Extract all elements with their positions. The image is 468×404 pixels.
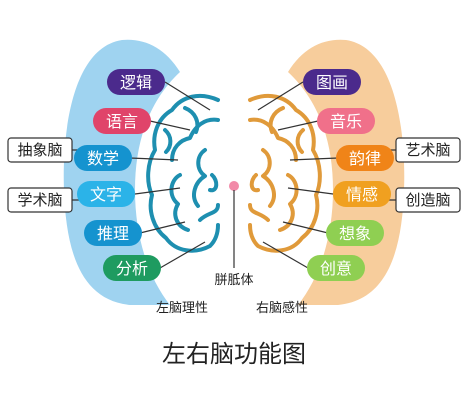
left-function-pill-0 — [107, 69, 165, 95]
diagram-title: 左右脑功能图 — [162, 340, 306, 368]
left-tag-label-0: 抽象脑 — [17, 141, 62, 159]
right-function-pill-3 — [333, 181, 391, 207]
left-tag-box-1 — [7, 187, 73, 213]
left-hemisphere — [146, 93, 220, 253]
left-function-pill-3 — [77, 181, 135, 207]
left-function-pill-4 — [84, 220, 142, 246]
left-function-pill-1 — [93, 108, 151, 134]
left-tag-box-0 — [7, 137, 73, 163]
left-function-label-0: 逻辑 — [120, 73, 152, 92]
right-tag-label-0: 艺术脑 — [405, 141, 450, 159]
right-function-label-3: 情感 — [346, 185, 378, 204]
right-function-label-4: 想象 — [339, 224, 371, 243]
left-function-label-3: 文字 — [90, 185, 122, 204]
right-hemisphere — [248, 93, 322, 253]
right-function-pill-1 — [317, 108, 375, 134]
right-function-label-5: 创意 — [320, 259, 352, 278]
right-function-pill-5 — [307, 255, 365, 281]
left-function-pill-2 — [74, 145, 132, 171]
right-tag-label-1: 创造脑 — [405, 191, 450, 209]
left-function-label-5: 分析 — [116, 259, 148, 278]
right-tag-box-0 — [395, 137, 461, 163]
right-function-pill-0 — [303, 69, 361, 95]
right-function-pill-4 — [326, 220, 384, 246]
corpus-callosum-label: 胼胝体 — [214, 273, 253, 288]
right-function-label-0: 图画 — [316, 73, 348, 92]
right-caption: 右脑感性 — [256, 300, 308, 316]
corpus-callosum-dot — [229, 181, 239, 191]
left-function-label-2: 数学 — [87, 149, 119, 168]
left-tag-label-1: 学术脑 — [17, 191, 62, 209]
leader-lines — [70, 81, 398, 269]
right-function-label-1: 音乐 — [330, 112, 362, 131]
left-function-label-4: 推理 — [97, 224, 129, 243]
right-function-label-2: 韵律 — [349, 149, 381, 168]
right-tag-box-1 — [395, 187, 461, 213]
left-caption: 左脑理性 — [156, 301, 208, 316]
right-function-pill-2 — [336, 145, 394, 171]
left-function-label-1: 语言 — [106, 112, 138, 131]
left-function-pill-5 — [103, 255, 161, 281]
